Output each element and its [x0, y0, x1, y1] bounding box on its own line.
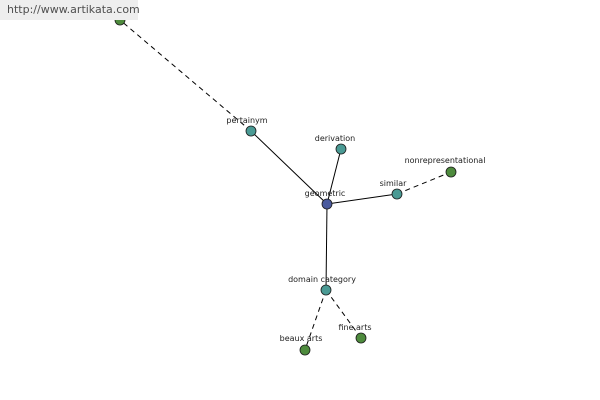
- node-label-fine-arts: fine arts: [338, 323, 371, 332]
- node-domain-category[interactable]: [320, 284, 332, 296]
- edge-geometric-to-domain-category: [325, 203, 328, 291]
- node-label-domain-category: domain category: [288, 275, 356, 284]
- node-label-beaux-arts: beaux arts: [280, 334, 323, 343]
- node-label-nonrepresentational: nonrepresentational: [405, 156, 486, 165]
- edge-pertainym-to-geometry: [119, 19, 252, 132]
- source-url-link[interactable]: http://www.artikata.com: [0, 0, 140, 20]
- node-similar[interactable]: [391, 188, 403, 200]
- node-beaux-arts[interactable]: [299, 344, 311, 356]
- node-fine-arts[interactable]: [355, 332, 367, 344]
- edge-geometric-to-pertainym: [250, 130, 328, 205]
- node-label-geometric: geometric: [305, 189, 346, 198]
- labels-layer: geometric pertainym derivation similar domai…: [226, 116, 485, 343]
- node-pertainym[interactable]: [245, 125, 257, 137]
- node-derivation[interactable]: [335, 143, 347, 155]
- edge-geometric-to-similar: [326, 193, 398, 205]
- node-label-similar: similar: [380, 179, 408, 188]
- edges-layer: [119, 19, 452, 351]
- edge-domain-category-to-fine-arts: [325, 289, 362, 339]
- node-nonrepresentational[interactable]: [445, 166, 457, 178]
- edge-similar-to-nonrepresentational: [396, 171, 452, 195]
- edge-geometric-to-derivation: [326, 148, 342, 205]
- edge-domain-category-to-beaux-arts: [304, 289, 327, 351]
- node-geometric[interactable]: [321, 198, 333, 210]
- nodes-layer: [114, 14, 457, 356]
- node-label-derivation: derivation: [315, 134, 355, 143]
- node-label-pertainym: pertainym: [226, 116, 267, 125]
